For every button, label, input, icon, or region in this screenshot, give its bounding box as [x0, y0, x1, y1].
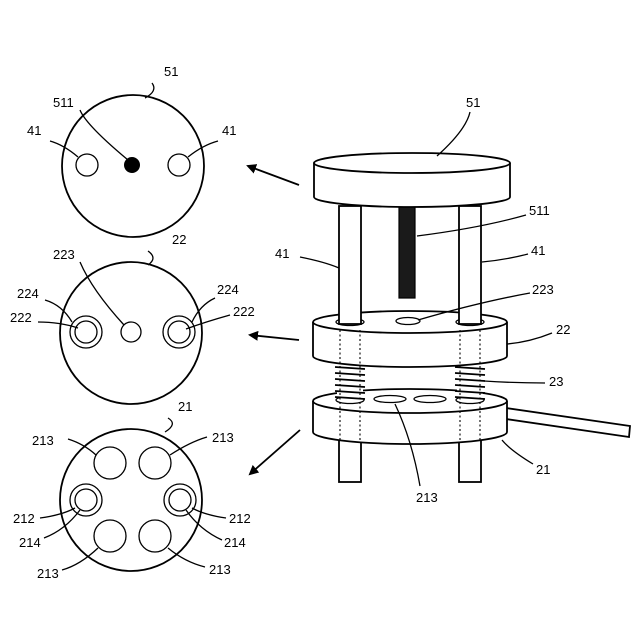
bottom-disc-hole-tl [94, 447, 126, 479]
middle-disc-ring-left-inner [75, 321, 97, 343]
label-middle-disc: 22 [172, 232, 186, 247]
leader-asm-rod-right [482, 254, 528, 262]
assembly-view: 51 511 41 41 223 22 23 21 213 [275, 95, 630, 505]
leader-asm-rod-left [300, 257, 339, 268]
label-bottom-hole-tr: 213 [212, 430, 234, 445]
label-top-hole-left: 41 [27, 123, 41, 138]
bottom-disc-outline [60, 429, 202, 571]
label-asm-pin: 511 [529, 203, 550, 218]
leader-bottom-ring-right [192, 508, 226, 518]
top-plate-top [314, 153, 510, 173]
leader-middle-left-outer [45, 300, 72, 322]
label-bottom-ring-right-inner: 214 [224, 535, 246, 550]
leader-top-pin [80, 110, 128, 160]
label-bottom-ring-left: 212 [13, 511, 35, 526]
label-middle-left-outer: 224 [17, 286, 39, 301]
top-disc-view: 51 511 41 41 [27, 64, 236, 237]
rod-left-upper [339, 206, 361, 324]
cable [506, 408, 630, 437]
leader-asm-springs [484, 381, 545, 383]
label-asm-middle-plate: 22 [556, 322, 570, 337]
label-top-disc: 51 [164, 64, 178, 79]
label-asm-bottom-holes: 213 [416, 490, 438, 505]
label-asm-rod-left: 41 [275, 246, 289, 261]
label-asm-top-plate: 51 [466, 95, 480, 110]
leader-bottom-disc [165, 418, 172, 432]
bottom-disc-view: 21 213 213 212 214 212 214 213 213 [13, 399, 251, 581]
leader-asm-bottom-plate [502, 440, 533, 464]
label-middle-right-outer: 224 [217, 282, 239, 297]
arrow-to-bottom-disc [250, 430, 300, 474]
label-top-hole-right: 41 [222, 123, 236, 138]
middle-disc-outline [60, 262, 202, 404]
bottom-disc-ring-right-inner [169, 489, 191, 511]
arrow-to-middle-disc [250, 335, 299, 340]
label-middle-center: 223 [53, 247, 75, 262]
label-top-pin: 511 [53, 95, 74, 110]
leader-asm-middle-plate [507, 333, 552, 344]
label-asm-springs: 23 [549, 374, 563, 389]
leader-asm-top-plate [437, 112, 470, 156]
label-middle-right-inner: 222 [233, 304, 255, 319]
middle-disc-ring-right-inner [168, 321, 190, 343]
leader-middle-disc [148, 251, 153, 265]
label-bottom-hole-br: 213 [209, 562, 231, 577]
leader-bottom-ring-right-inner [186, 510, 222, 540]
label-asm-bottom-plate: 21 [536, 462, 550, 477]
label-bottom-disc: 21 [178, 399, 192, 414]
leader-bottom-ring-left [40, 508, 75, 518]
label-asm-middle-hole: 223 [532, 282, 554, 297]
top-disc-rod-hole-left [76, 154, 98, 176]
label-asm-rod-right: 41 [531, 243, 545, 258]
label-bottom-ring-left-inner: 214 [19, 535, 41, 550]
label-bottom-ring-right: 212 [229, 511, 251, 526]
bottom-disc-hole-tr [139, 447, 171, 479]
arrow-to-top-disc [248, 166, 299, 185]
pin [399, 206, 415, 298]
top-disc-rod-hole-right [168, 154, 190, 176]
bottom-disc-ring-left-inner [75, 489, 97, 511]
label-bottom-hole-bl: 213 [37, 566, 59, 581]
bottom-disc-hole-br [139, 520, 171, 552]
middle-disc-view: 22 223 224 222 224 222 [10, 232, 255, 404]
label-bottom-hole-tl: 213 [32, 433, 54, 448]
leader-bottom-hole-tr [170, 437, 207, 455]
label-middle-left-inner: 222 [10, 310, 32, 325]
bottom-disc-hole-bl [94, 520, 126, 552]
